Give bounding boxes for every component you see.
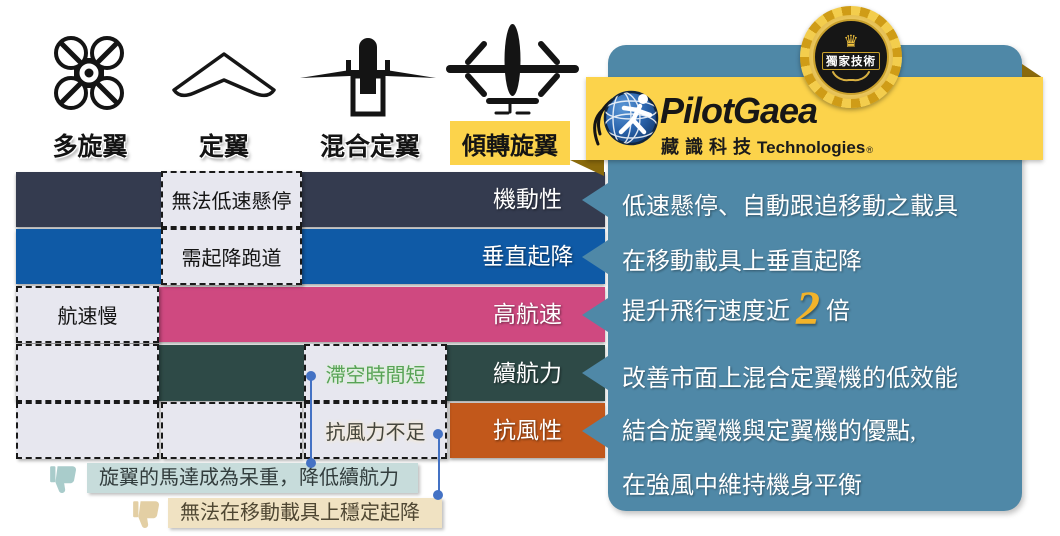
type-label-fixed-wing: 定翼 [198,133,249,161]
cell-note-short-airtime: 滯空時間短 [304,344,447,402]
flying-wing-icon [172,52,276,98]
connector-line-wind [438,434,440,495]
tilt-rotor-icon [446,24,579,115]
row-label-vtol: 垂直起降 [481,243,574,269]
type-label-tilt-rotor: 傾轉旋翼 [450,121,570,165]
panel-arrow-vtol [582,240,608,274]
benefit-speed: 提升飛行速度近 2 倍 [622,281,1018,335]
badge-label: 獨家技術 [822,51,880,70]
connector-dot-wind-top [433,429,443,439]
brand-subtitle-en: Technologies [757,138,866,157]
benefit-wind-balance: 在強風中維持機身平衡 [622,473,862,499]
cell-empty-endurance-multirotor [16,344,159,402]
connector-dot-endurance-top [306,371,316,381]
panel-arrow-endurance [582,356,608,390]
quadcopter-icon [54,36,124,110]
footnote-rotor-deadweight: 旋翼的馬達成為呆重，降低續航力 [87,463,418,493]
row-bar-wind [450,403,605,458]
type-label-hybrid: 混合定翼 [319,133,420,161]
benefit-hover-tracking: 低速懸停、自動跟追移動之載具 [622,194,958,220]
row-label-mobility: 機動性 [493,186,562,212]
connector-line-endurance [310,376,312,463]
row-label-endurance: 續航力 [493,360,562,386]
benefit-vtol-moving-vehicle: 在移動載具上垂直起降 [622,249,862,275]
benefit-combined-advantages: 結合旋翼機與定翼機的優點, [622,419,916,445]
row-bar-vtol [16,229,605,284]
row-label-speed: 高航速 [493,301,562,327]
thumbs-down-icon [50,466,77,494]
registered-mark: ® [866,145,873,155]
benefit-efficiency: 改善市面上混合定翼機的低效能 [622,366,958,392]
brand-name: PilotGaea [660,90,818,131]
panel-arrow-speed [582,298,608,332]
cell-note-no-hover: 無法低速懸停 [161,171,302,228]
exclusive-tech-badge: ♛ 獨家技術 [800,6,902,108]
panel-arrow-mobility [582,183,608,217]
brand-subtitle: 藏識科技 Technologies ® [661,133,873,159]
connector-dot-endurance-bottom [306,458,316,468]
thumbs-down-icon [133,501,160,529]
brand-subtitle-zh: 藏識科技 [661,137,757,157]
cell-empty-wind-fixed-wing [161,402,302,459]
footnote-unstable-takeoff: 無法在移動載具上穩定起降 [168,498,442,528]
hybrid-vtol-icon [300,38,436,117]
benefit-speed-multiplier: 2 [796,281,820,335]
connector-dot-wind-bottom [433,490,443,500]
crown-icon: ♛ [843,31,859,51]
cell-empty-wind-multirotor [16,402,159,459]
cell-note-runway: 需起降跑道 [161,228,302,285]
cell-note-weak-wind: 抗風力不足 [304,402,447,459]
pilotgaea-globe-icon [593,90,659,146]
ribbon-fold-right [1022,64,1043,78]
benefit-speed-prefix: 提升飛行速度近 [622,298,790,325]
panel-arrow-wind [582,414,608,448]
cell-note-slow-speed: 航速慢 [16,286,159,343]
type-label-multirotor: 多旋翼 [52,133,128,161]
benefit-speed-suffix: 倍 [826,298,850,325]
laurel-icon [832,70,870,81]
row-label-wind: 抗風性 [493,417,562,443]
row-bar-mobility [16,172,605,227]
badge-core: ♛ 獨家技術 [813,19,889,95]
